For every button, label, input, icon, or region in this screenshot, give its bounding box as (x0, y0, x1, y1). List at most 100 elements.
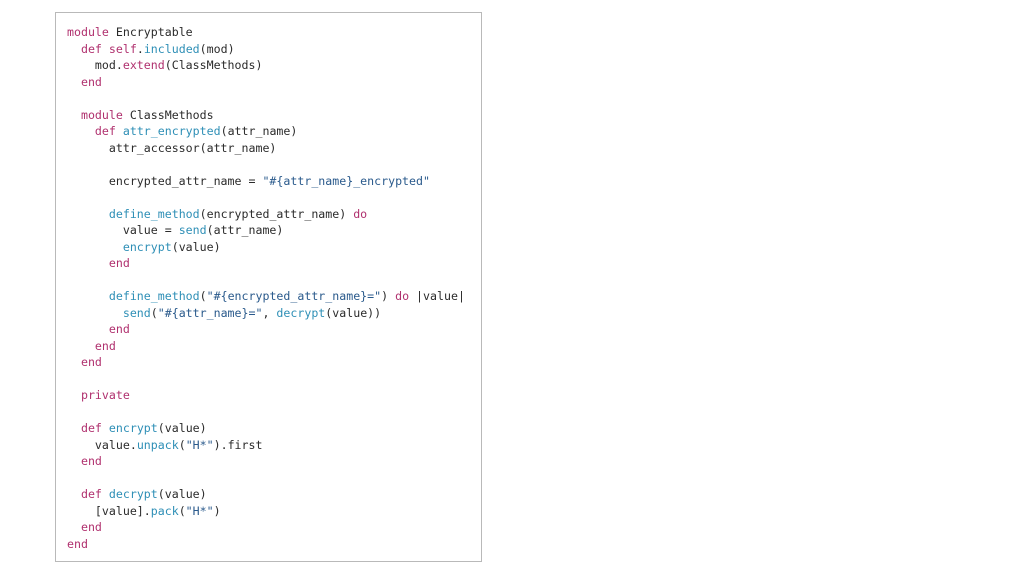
code-token (67, 454, 81, 468)
code-token: (value) (157, 487, 207, 501)
code-token: end (67, 536, 88, 551)
code-token: self (108, 41, 137, 56)
code-token: ( (150, 305, 158, 320)
code-token (67, 256, 109, 270)
code-line: module Encryptable (67, 24, 465, 41)
code-token: included (143, 41, 200, 56)
code-token: Encryptable (108, 25, 193, 39)
code-line: [value].pack("H*") (67, 503, 465, 520)
code-token: , (262, 305, 277, 320)
code-token (116, 124, 123, 138)
code-token: end (108, 322, 130, 336)
code-token: "#{attr_name}_encrypted" (262, 173, 430, 188)
code-line: attr_accessor(attr_name) (67, 140, 465, 157)
code-token (67, 289, 109, 303)
code-token: def (94, 124, 116, 138)
code-token: (attr_name) (220, 124, 298, 138)
code-line (67, 470, 465, 487)
code-line: encrypt(value) (67, 239, 465, 256)
code-line: end (67, 519, 465, 536)
code-line: def decrypt(value) (67, 486, 465, 503)
code-line: value = send(attr_name) (67, 222, 465, 239)
code-token: value. (67, 437, 137, 452)
code-token: "#{attr_name}=" (157, 305, 263, 320)
code-token: do (353, 206, 368, 221)
code-token: "H*" (185, 503, 214, 518)
code-token: "H*" (185, 437, 214, 452)
code-token: pack (150, 503, 179, 518)
code-token: attr_accessor(attr_name) (67, 140, 277, 155)
code-line: def attr_encrypted(attr_name) (67, 123, 465, 140)
code-token: (value) (157, 421, 207, 435)
code-token (67, 124, 95, 138)
code-line (67, 90, 465, 107)
code-token: define_method (108, 206, 200, 221)
code-token: send (122, 305, 151, 320)
code-token: attr_encrypted (122, 124, 221, 138)
code-token: def (80, 487, 102, 501)
code-line: mod.extend(ClassMethods) (67, 57, 465, 74)
code-line (67, 189, 465, 206)
code-token: (value)) (325, 305, 382, 320)
code-line: end (67, 321, 465, 338)
code-line (67, 156, 465, 173)
code-token: ( (199, 289, 207, 303)
code-line: define_method(encrypted_attr_name) do (67, 206, 465, 223)
code-token: end (108, 256, 130, 270)
code-token: module (67, 25, 109, 39)
code-token: [value]. (67, 503, 151, 518)
code-token: . (136, 41, 144, 56)
code-token: ClassMethods (122, 107, 214, 122)
code-token (67, 75, 81, 89)
code-token: ) (381, 289, 396, 303)
code-line: end (67, 354, 465, 371)
code-token: send (178, 223, 207, 237)
code-token: (value) (171, 239, 221, 254)
code-line: encrypted_attr_name = "#{attr_name}_encr… (67, 173, 465, 190)
code-token: (ClassMethods) (164, 58, 263, 72)
code-line: module ClassMethods (67, 107, 465, 124)
code-token: mod. (67, 58, 123, 72)
code-token: end (80, 74, 102, 89)
code-token: decrypt (108, 487, 158, 501)
code-token: ) (213, 503, 221, 518)
code-token (67, 240, 123, 254)
code-token: "#{encrypted_attr_name}=" (206, 289, 382, 303)
code-token (67, 520, 81, 534)
code-block: module Encryptable def self.included(mod… (67, 24, 465, 552)
code-token (67, 339, 95, 353)
code-line: end (67, 453, 465, 470)
code-token: decrypt (276, 305, 326, 320)
code-token: |value| (409, 289, 465, 303)
code-line: define_method("#{encrypted_attr_name}=")… (67, 288, 465, 305)
code-token: do (395, 289, 410, 303)
code-block-frame (55, 12, 482, 562)
code-token (67, 207, 109, 221)
code-token (67, 42, 81, 56)
code-line: def self.included(mod) (67, 41, 465, 58)
code-line (67, 371, 465, 388)
code-token: (attr_name) (206, 223, 284, 237)
code-token: def (80, 41, 102, 56)
code-token: encrypt (122, 239, 172, 254)
code-token (102, 421, 109, 435)
code-line: end (67, 74, 465, 91)
code-token: end (94, 338, 116, 353)
code-line: end (67, 338, 465, 355)
code-token: ).first (213, 437, 263, 452)
code-token (67, 355, 81, 369)
code-token (102, 42, 109, 56)
code-token: (mod) (199, 41, 235, 56)
code-line: end (67, 255, 465, 272)
code-token (102, 487, 109, 501)
code-line (67, 272, 465, 289)
code-token: end (80, 520, 102, 534)
code-line: send("#{attr_name}=", decrypt(value)) (67, 305, 465, 322)
code-token (67, 487, 81, 501)
code-token: value = (67, 223, 179, 237)
code-line: def encrypt(value) (67, 420, 465, 437)
code-token: private (80, 388, 130, 402)
code-token: end (80, 355, 102, 369)
code-token: extend (122, 58, 165, 72)
